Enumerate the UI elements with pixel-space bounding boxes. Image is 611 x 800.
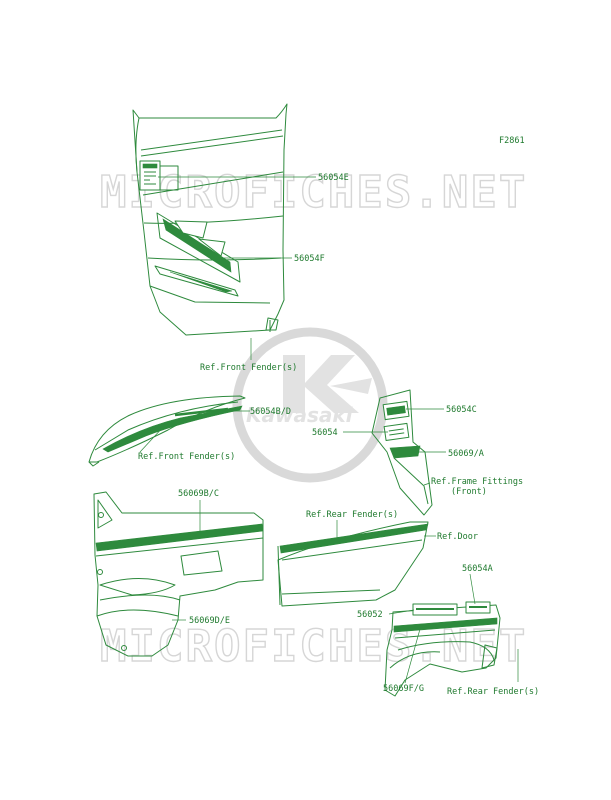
callout-56069FG: 56069F/G — [383, 684, 424, 694]
decal-56054 — [383, 422, 410, 441]
callout-front: (Front) — [451, 487, 487, 497]
callout-56054F: 56054F — [294, 254, 325, 264]
door-panel — [93, 491, 264, 657]
callout-56054A: 56054A — [462, 564, 493, 574]
decal-56069A — [389, 445, 421, 459]
front-body-panel — [132, 103, 288, 336]
callout-ref-rear-fender-2: Ref.Rear Fender(s) — [447, 687, 539, 697]
decal-56069FG — [393, 617, 498, 633]
figure-id: F2861 — [499, 136, 525, 146]
callout-56054BD: 56054B/D — [250, 407, 291, 417]
callout-56052: 56052 — [357, 610, 383, 620]
frame-fitting-decals — [371, 389, 433, 516]
watermark-text-bottom: MICROFICHES.NET — [100, 621, 527, 672]
decal-56069DE — [279, 523, 429, 554]
decal-56069BC — [95, 523, 264, 552]
watermark-text-top: MICROFICHES.NET — [100, 167, 527, 218]
callout-ref-frame-fittings: Ref.Frame Fittings — [431, 477, 523, 487]
front-fender-decal — [88, 395, 246, 467]
callout-ref-rear-fender-1: Ref.Door — [437, 532, 478, 542]
callout-ref-door: 56069D/E — [189, 616, 230, 626]
callout-ref-front-fender-2: Ref.Front Fender(s) — [138, 452, 235, 462]
callout-56054E: 56054E — [318, 173, 349, 183]
rear-fender-side-panel — [277, 521, 429, 607]
callout-56069DE: Ref.Rear Fender(s) — [306, 510, 398, 520]
callout-56069BC: 56069B/C — [178, 489, 219, 499]
callout-ref-front-fender-1: Ref.Front Fender(s) — [200, 363, 297, 373]
decal-56054F — [156, 212, 241, 283]
callout-56054C: 56054C — [446, 405, 477, 415]
kawasaki-logo-watermark: Kawasaki — [232, 327, 388, 483]
callout-56054: 56054 — [312, 428, 338, 438]
callout-56069A: 56069/A — [448, 449, 484, 459]
rear-fender-rear-panel — [384, 601, 501, 697]
kawasaki-logo-text: Kawasaki — [246, 403, 354, 427]
